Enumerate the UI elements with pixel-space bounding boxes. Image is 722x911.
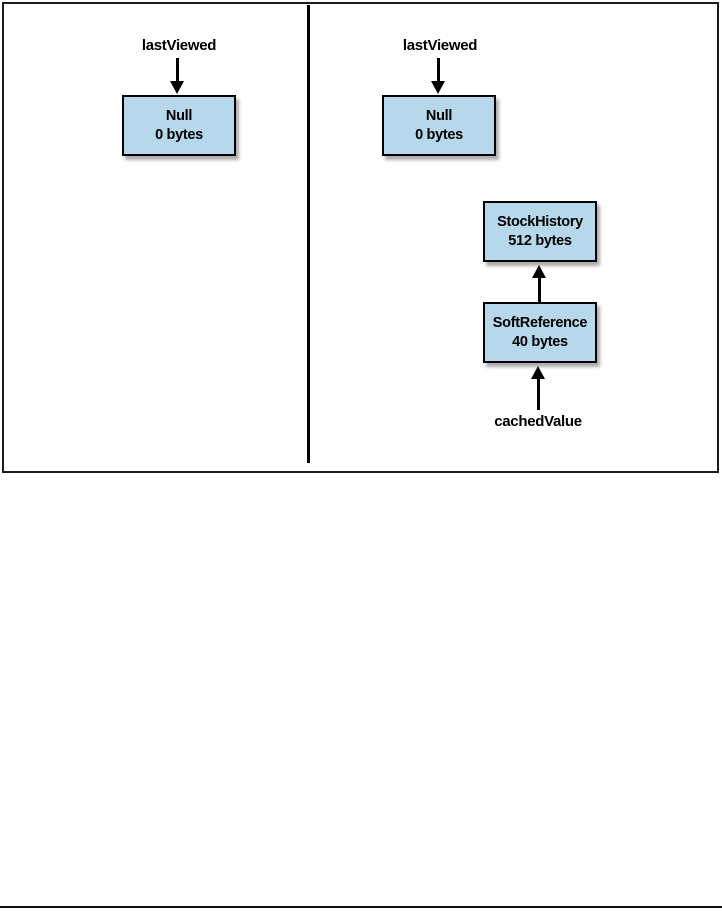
left-null-node-title: Null <box>165 108 193 124</box>
cachedvalue-arrowhead-up-icon <box>531 366 545 379</box>
left-lastviewed-arrowhead-down-icon <box>170 81 184 94</box>
right-null-node: Null 0 bytes <box>382 95 496 156</box>
softreference-arrow-stem <box>538 277 541 302</box>
right-null-node-title: Null <box>425 108 453 124</box>
soft-reference-node-title: SoftReference <box>492 315 588 331</box>
stock-history-node: StockHistory 512 bytes <box>483 201 597 262</box>
right-null-node-size: 0 bytes <box>415 126 463 143</box>
page-bottom-rule <box>0 906 722 908</box>
right-lastviewed-arrow-stem <box>437 58 440 83</box>
soft-reference-node: SoftReference 40 bytes <box>483 302 597 363</box>
right-lastviewed-arrowhead-down-icon <box>431 81 445 94</box>
soft-reference-node-size: 40 bytes <box>512 333 568 350</box>
left-null-node: Null 0 bytes <box>122 95 236 156</box>
cachedvalue-label: cachedValue <box>494 413 582 430</box>
softreference-arrowhead-up-icon <box>532 265 546 278</box>
stock-history-node-size: 512 bytes <box>508 232 572 249</box>
panel-divider <box>307 5 310 463</box>
left-lastviewed-arrow-stem <box>176 58 179 83</box>
cachedvalue-arrow-stem <box>537 378 540 410</box>
left-null-node-size: 0 bytes <box>155 126 203 143</box>
left-lastviewed-label: lastViewed <box>141 37 217 54</box>
stock-history-node-title: StockHistory <box>497 214 583 230</box>
right-lastviewed-label: lastViewed <box>402 37 478 54</box>
figure-frame <box>2 2 719 473</box>
